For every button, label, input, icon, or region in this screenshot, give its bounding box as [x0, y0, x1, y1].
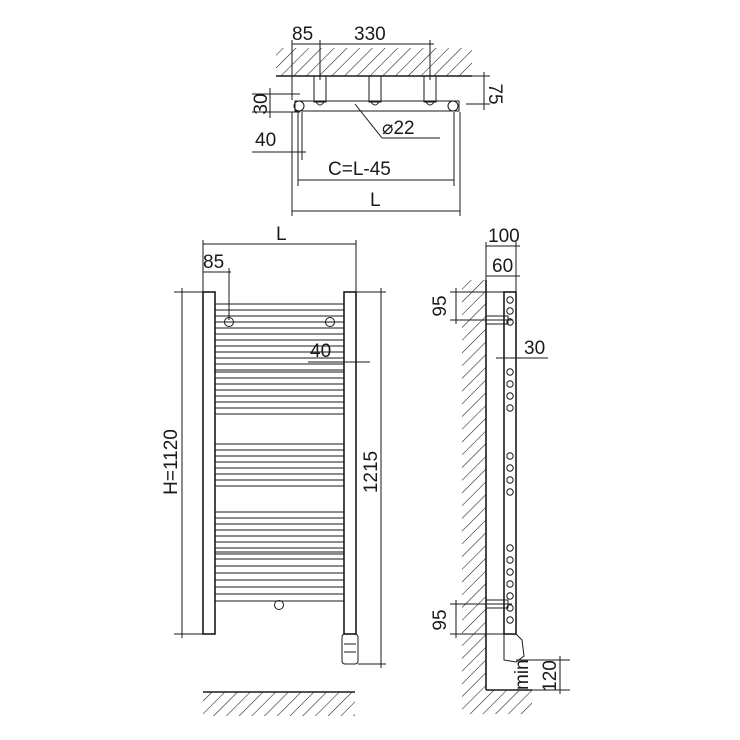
- side-floor-hatch: [462, 690, 532, 714]
- top-dim-pipe: ⌀22: [382, 118, 415, 139]
- side-wall-hatch: [462, 280, 486, 690]
- side-rail: [506, 392, 514, 400]
- side-dim-100: 100: [488, 226, 520, 247]
- side-bracket-top: [485, 315, 509, 325]
- side-dim-95-bottom: 95: [430, 609, 451, 630]
- side-rail: [506, 452, 514, 460]
- side-rail: [506, 296, 514, 304]
- front-view: L 85 40 H=1120 1215: [161, 224, 386, 716]
- side-rail: [506, 380, 514, 388]
- side-rail: [506, 616, 514, 624]
- side-rail: [506, 556, 514, 564]
- top-dim-40: 40: [255, 130, 276, 151]
- side-tube: [503, 291, 517, 635]
- top-view: 85 330 75 30 40 ⌀22 C=L-45 L: [251, 24, 505, 216]
- side-label-min: min: [512, 659, 533, 690]
- side-rail: [506, 592, 514, 600]
- top-wall-hatch: [276, 48, 472, 76]
- front-column-left: [202, 291, 216, 635]
- side-rail: [506, 404, 514, 412]
- side-rail: [506, 464, 514, 472]
- side-view: 100 60 95 30 95 min 120: [430, 226, 570, 714]
- top-dim-L: L: [370, 190, 381, 211]
- front-heater-element: [341, 633, 359, 665]
- top-end-left: [293, 100, 305, 112]
- side-rails: [506, 296, 514, 624]
- front-dim-85: 85: [203, 252, 224, 273]
- front-fixing-right: [325, 317, 335, 327]
- side-rail: [506, 368, 514, 376]
- side-dim-95-top: 95: [430, 295, 451, 316]
- top-dim-center: C=L-45: [328, 159, 391, 180]
- front-rails: [215, 303, 344, 602]
- front-valve: [274, 600, 284, 610]
- top-end-right: [447, 100, 459, 112]
- side-dim-120: 120: [540, 660, 561, 692]
- top-bar: [294, 100, 460, 112]
- top-dim-30: 30: [251, 93, 272, 114]
- side-heater-element: [503, 633, 525, 663]
- front-fixing-left: [224, 317, 234, 327]
- side-rail: [506, 318, 514, 326]
- side-rail: [506, 544, 514, 552]
- side-rail: [506, 488, 514, 496]
- side-rail: [506, 307, 514, 315]
- side-dim-60: 60: [492, 256, 513, 277]
- side-rail: [506, 580, 514, 588]
- front-dim-L: L: [276, 224, 287, 245]
- side-rail: [506, 476, 514, 484]
- top-bracket-center: [368, 75, 382, 103]
- front-floor-hatch: [203, 692, 355, 716]
- top-dim-330: 330: [354, 24, 386, 45]
- side-dim-30: 30: [524, 338, 545, 359]
- front-column-right: [343, 291, 357, 635]
- front-dim-total: 1215: [361, 451, 382, 493]
- top-dim-75: 75: [484, 83, 505, 104]
- side-rail: [506, 568, 514, 576]
- top-dim-85: 85: [292, 24, 313, 45]
- front-dim-height: H=1120: [161, 429, 182, 495]
